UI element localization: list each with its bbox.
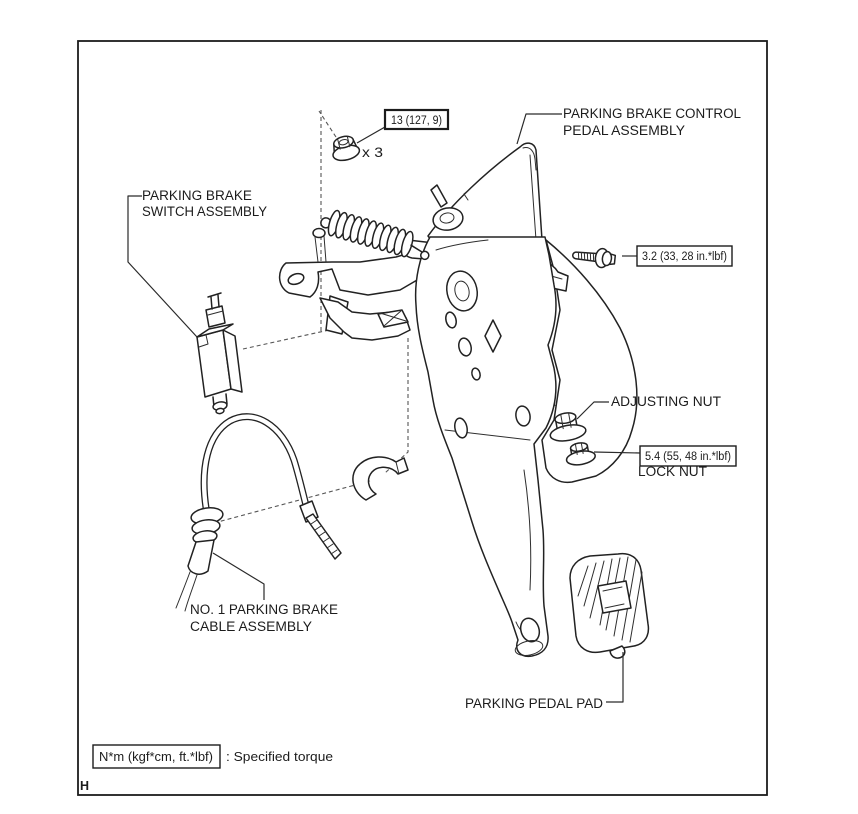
adjusting-nut-icon	[549, 412, 587, 442]
torque-legend-description: : Specified torque	[226, 749, 333, 764]
callout-pedal-assembly-line2: PEDAL ASSEMBLY	[563, 123, 685, 138]
torque-spec-boxes: 13 (127, 9) 3.2 (33, 28 in.*lbf) 5.4 (55…	[383, 108, 737, 467]
callout-lock-nut: LOCK NUT	[638, 464, 707, 479]
callout-adjusting-nut: ADJUSTING NUT	[611, 394, 721, 409]
callout-cable-assembly-line2: CABLE ASSEMBLY	[190, 619, 312, 634]
callout-switch-assembly-line1: PARKING BRAKE	[142, 188, 252, 203]
torque-legend: N*m (kgf*cm, ft.*lbf) : Specified torque	[92, 744, 333, 769]
cable-drawing	[175, 413, 342, 612]
callout-switch-assembly-line2: SWITCH ASSEMBLY	[142, 204, 267, 219]
return-spring-drawing	[320, 209, 430, 261]
switch-bolt-torque-box	[636, 245, 733, 267]
callout-nut-quantity: x 3	[362, 145, 383, 160]
switch-bolt-torque-value: 3.2 (33, 28 in.*lbf)	[642, 251, 727, 263]
torque-unit-text: N*m (kgf*cm, ft.*lbf)	[99, 750, 213, 764]
figure-frame	[77, 40, 768, 796]
lock-nut-torque-value: 5.4 (55, 48 in.*lbf)	[645, 451, 731, 463]
torque-unit-box	[92, 744, 221, 769]
callout-pedal-pad: PARKING PEDAL PAD	[465, 696, 603, 711]
switch-drawing	[196, 292, 243, 415]
lock-nut-icon	[565, 442, 596, 466]
callout-labels: PARKING BRAKE CONTROL PEDAL ASSEMBLY PAR…	[142, 106, 741, 711]
callout-pedal-assembly-line1: PARKING BRAKE CONTROL	[563, 106, 741, 121]
mounting-nut-torque-box	[383, 108, 450, 131]
bolt-icon	[572, 247, 617, 269]
mount-bracket-drawing	[278, 227, 431, 341]
mounting-nut-torque-value: 13 (127, 9)	[391, 115, 442, 127]
callout-cable-assembly-line1: NO. 1 PARKING BRAKE	[190, 602, 338, 617]
lock-nut-torque-box	[639, 445, 737, 467]
flange-nut-icon	[332, 135, 361, 162]
frame-mark: H	[80, 779, 89, 793]
leader-lines	[127, 113, 641, 703]
pedal-pad-drawing	[569, 552, 650, 659]
cable-clip-drawing	[352, 456, 409, 501]
